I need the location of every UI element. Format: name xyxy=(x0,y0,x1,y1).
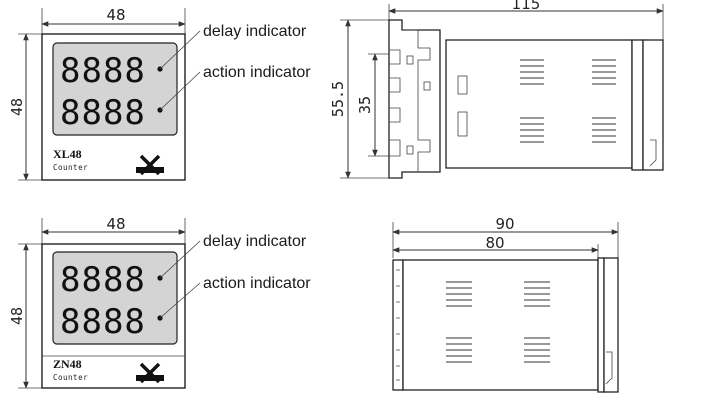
action-leader-line xyxy=(159,71,201,111)
outer-height-label: 55.5 xyxy=(329,81,347,117)
display-row-lower: 8888 xyxy=(60,302,146,342)
delay-indicator-label: delay indicator xyxy=(203,23,307,40)
mounting-bracket xyxy=(388,19,441,179)
delay-leader-line xyxy=(159,240,201,279)
inner-height-label: 35 xyxy=(356,96,374,114)
action-indicator-label: action indicator xyxy=(203,64,311,81)
vent-slots xyxy=(520,59,616,143)
action-indicator-label: action indicator xyxy=(203,275,311,292)
model-subtitle: Counter xyxy=(53,373,88,382)
delay-indicator-label: delay indicator xyxy=(203,233,307,250)
vent-slots xyxy=(446,281,550,363)
action-leader-line xyxy=(159,282,201,319)
inner-length-label: 80 xyxy=(485,234,504,252)
length-label: 115 xyxy=(512,0,541,13)
width-label: 48 xyxy=(106,6,125,24)
front-bezel xyxy=(631,39,644,171)
display-row-lower: 8888 xyxy=(60,93,146,133)
front-face xyxy=(603,257,619,393)
height-label: 48 xyxy=(8,98,26,116)
side-view-top: 115 55.5 35 xyxy=(329,0,664,179)
outer-length-label: 90 xyxy=(495,215,514,233)
display-window xyxy=(52,251,178,345)
brand-logo-icon xyxy=(136,154,164,176)
delay-leader-line xyxy=(159,30,201,70)
model-name: ZN48 xyxy=(53,357,82,371)
brand-logo-icon xyxy=(136,362,164,384)
display-row-upper: 8888 xyxy=(60,51,146,91)
height-label: 48 xyxy=(8,307,26,325)
front-view-top: 48 48 8888 8888 XL48 Counter delay indic… xyxy=(8,6,311,181)
front-bezel xyxy=(597,257,605,393)
front-face xyxy=(642,39,664,171)
display-row-upper: 8888 xyxy=(60,260,146,300)
model-name: XL48 xyxy=(53,147,82,161)
terminal-block xyxy=(392,259,404,391)
housing-body xyxy=(445,39,633,169)
width-label: 48 xyxy=(106,215,125,233)
side-view-bottom: 90 80 xyxy=(392,215,619,393)
display-window xyxy=(52,42,178,136)
front-view-bottom: 48 48 8888 8888 ZN48 Counter delay indic… xyxy=(8,215,311,389)
housing-body xyxy=(402,259,599,391)
model-subtitle: Counter xyxy=(53,163,88,172)
